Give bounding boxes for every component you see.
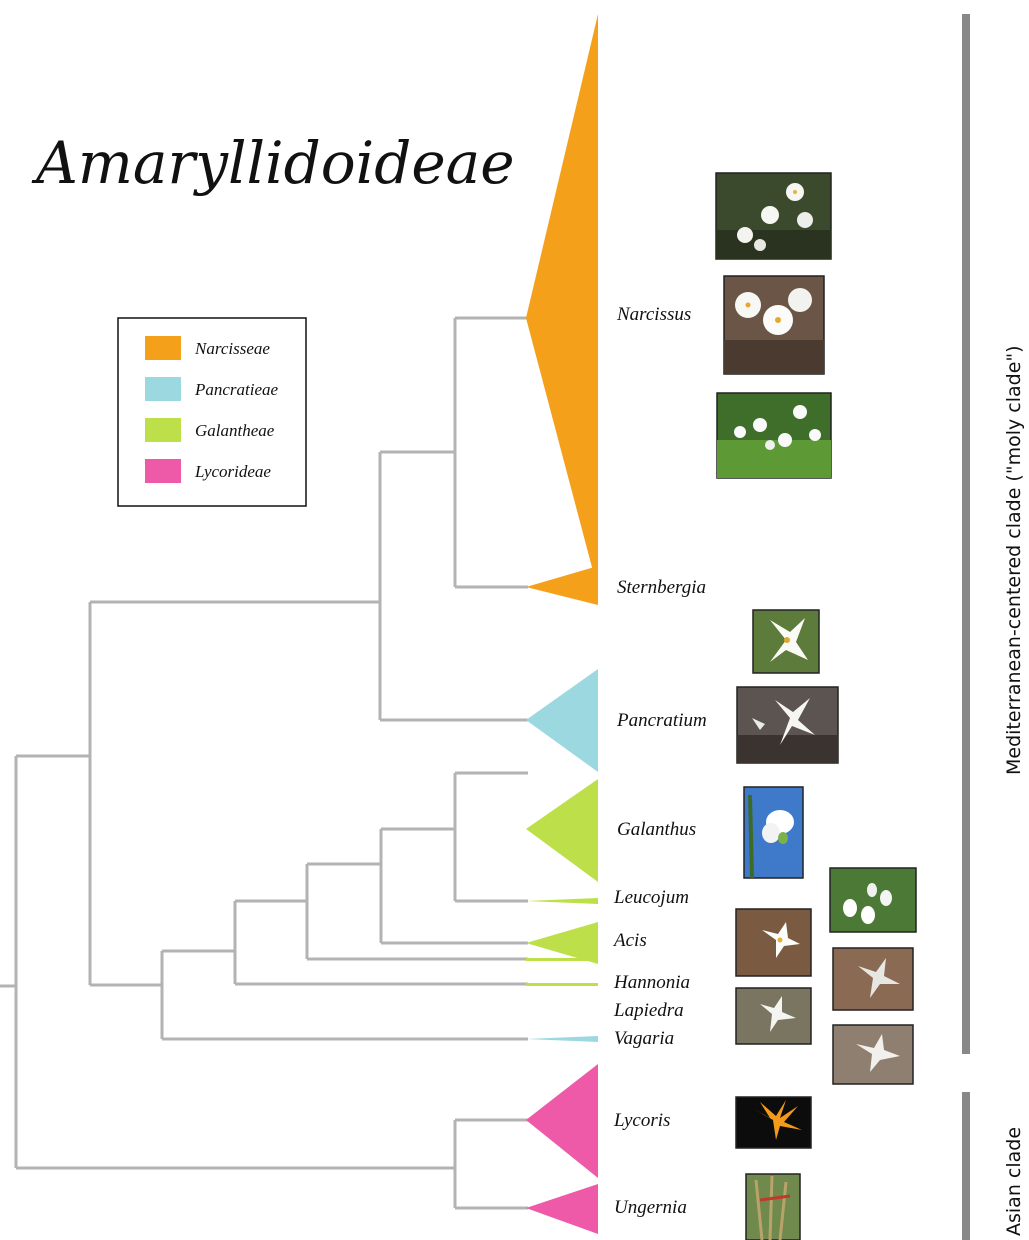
- triangle-lycoris: [526, 1064, 598, 1178]
- photo-hannonia: [833, 948, 913, 1010]
- bar-mediterranean-clade: [962, 14, 970, 1054]
- photo-narcissus-3: [717, 393, 831, 478]
- triangle-ungernia: [526, 1184, 598, 1234]
- photo-pancratium: [737, 687, 838, 763]
- triangle-narcissus: [526, 14, 598, 590]
- triangle-acis: [526, 922, 598, 964]
- triangle-pancratium: [526, 669, 598, 772]
- label-galanthus: Galanthus: [617, 819, 696, 840]
- legend-swatch-narcisseae: [145, 336, 181, 360]
- triangle-leucojum: [526, 898, 598, 904]
- photo-galanthus: [744, 787, 803, 878]
- legend-label-pancratieae: Pancratieae: [194, 380, 279, 399]
- photo-acis: [736, 909, 811, 976]
- bar-asian-clade: [962, 1092, 970, 1240]
- legend-swatch-galantheae: [145, 418, 181, 442]
- photo-leucojum: [830, 868, 916, 932]
- clade-bars: Mediterranean-centered clade ("moly clad…: [962, 14, 1025, 1240]
- legend-swatch-lycorideae: [145, 459, 181, 483]
- flower-photos: [716, 173, 916, 1240]
- photo-vagaria: [833, 1025, 913, 1084]
- label-pancratium: Pancratium: [616, 710, 707, 731]
- label-sternbergia: Sternbergia: [617, 577, 706, 598]
- legend: Narcisseae Pancratieae Galantheae Lycori…: [118, 318, 306, 506]
- photo-ungernia: [746, 1174, 800, 1240]
- photo-narcissus-1: [716, 173, 831, 259]
- label-ungernia: Ungernia: [614, 1197, 687, 1218]
- photo-lapiedra: [736, 988, 811, 1044]
- legend-label-narcisseae: Narcisseae: [194, 339, 270, 358]
- photo-sternbergia: [753, 610, 819, 673]
- triangle-galanthus: [526, 779, 598, 882]
- clade-triangles: [526, 14, 598, 1234]
- triangle-vagaria: [526, 1036, 598, 1042]
- label-asian-clade: Asian clade: [1003, 1127, 1025, 1236]
- label-acis: Acis: [612, 930, 647, 951]
- label-leucojum: Leucojum: [613, 887, 689, 908]
- label-lapiedra: Lapiedra: [613, 1000, 684, 1021]
- triangle-sternbergia: [526, 566, 598, 605]
- line-hannonia: [526, 958, 598, 961]
- legend-label-galantheae: Galantheae: [195, 421, 275, 440]
- label-mediterranean-clade: Mediterranean-centered clade ("moly clad…: [1003, 345, 1025, 775]
- legend-label-lycorideae: Lycorideae: [194, 462, 271, 481]
- label-narcissus: Narcissus: [616, 304, 691, 325]
- figure-title: Amaryllidoideae: [31, 129, 515, 197]
- legend-swatch-pancratieae: [145, 377, 181, 401]
- label-vagaria: Vagaria: [614, 1028, 674, 1049]
- photo-lycoris: [736, 1097, 811, 1148]
- label-hannonia: Hannonia: [613, 972, 690, 993]
- photo-narcissus-2: [724, 276, 824, 374]
- label-lycoris: Lycoris: [613, 1110, 670, 1131]
- genus-labels: Narcissus Sternbergia Pancratium Galanth…: [612, 304, 707, 1218]
- line-lapiedra: [526, 983, 598, 986]
